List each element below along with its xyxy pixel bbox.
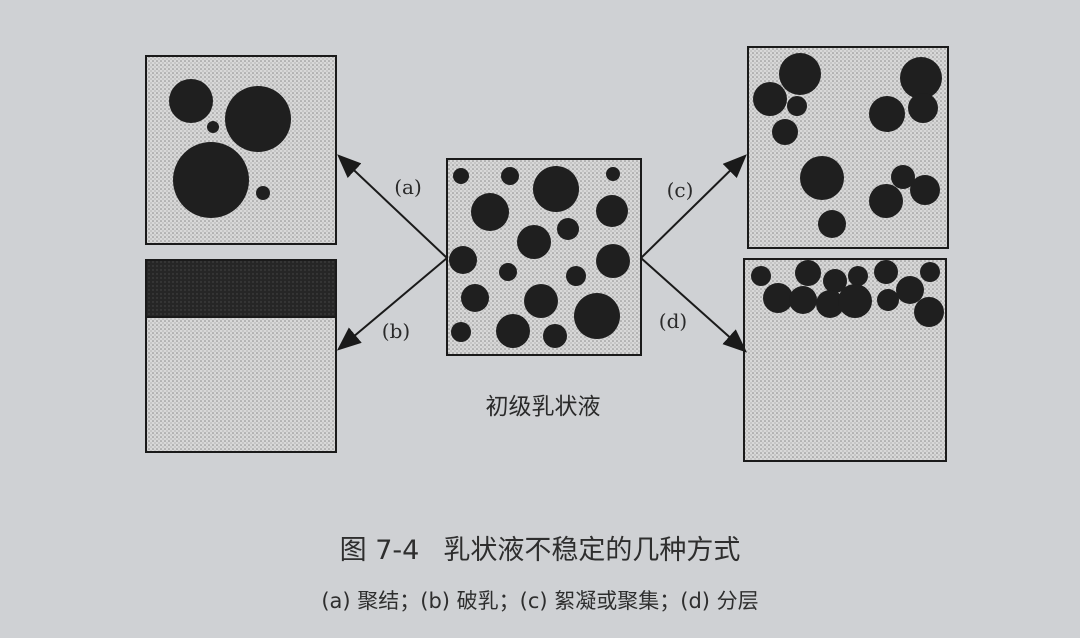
droplet [453, 168, 469, 184]
droplet [169, 79, 213, 123]
panel-creaming [743, 258, 947, 462]
figure-caption: 图 7-4 乳状液不稳定的几种方式 [0, 528, 1080, 567]
droplet [779, 53, 821, 95]
panel-breaking [145, 259, 337, 453]
droplet [207, 121, 219, 133]
droplet [910, 175, 940, 205]
arrow-b [336, 257, 448, 351]
droplet [566, 266, 586, 286]
droplet [501, 167, 519, 185]
droplet [461, 284, 489, 312]
droplet [574, 293, 620, 339]
droplet [848, 266, 868, 286]
droplet [596, 195, 628, 227]
droplet [869, 96, 905, 132]
droplet [751, 266, 771, 286]
droplet [823, 269, 847, 293]
arrow-a-label: (a) [394, 175, 422, 199]
droplet [891, 165, 915, 189]
droplet [900, 57, 942, 99]
arrow-a [337, 154, 448, 259]
arrow-c-label: (c) [667, 178, 694, 202]
droplet [753, 82, 787, 116]
droplet [772, 119, 798, 145]
panel-flocculation [747, 46, 949, 249]
droplet [557, 218, 579, 240]
arrow-b-label: (b) [382, 319, 410, 343]
arrow-d-label: (d) [659, 309, 687, 333]
droplet [877, 289, 899, 311]
droplet [795, 260, 821, 286]
figure-title: 乳状液不稳定的几种方式 [443, 535, 741, 566]
figure-subcaption: (a) 聚结；(b) 破乳；(c) 絮凝或聚集；(d) 分层 [321, 589, 759, 613]
arrows [336, 154, 747, 353]
droplet [789, 286, 817, 314]
droplet [471, 193, 509, 231]
droplet [496, 314, 530, 348]
droplet [816, 290, 844, 318]
panel-coalescence [145, 55, 337, 245]
droplet [869, 184, 903, 218]
droplet [838, 284, 872, 318]
droplet [606, 167, 620, 181]
droplet [543, 324, 567, 348]
center-label: 初级乳状液 [486, 394, 601, 420]
droplet [225, 86, 291, 152]
figure-number: 图 7-4 [339, 535, 420, 566]
arrow-d [640, 257, 747, 353]
droplet [449, 246, 477, 274]
separated-oil-layer [145, 259, 337, 318]
droplet [763, 283, 793, 313]
droplet [517, 225, 551, 259]
droplet [920, 262, 940, 282]
panel-primary-emulsion [446, 158, 642, 356]
droplet [596, 244, 630, 278]
droplet [787, 96, 807, 116]
arrow-c [640, 154, 747, 259]
droplet [256, 186, 270, 200]
droplet [173, 142, 249, 218]
droplet [499, 263, 517, 281]
droplet [874, 260, 898, 284]
droplet [524, 284, 558, 318]
droplet [533, 166, 579, 212]
droplet [914, 297, 944, 327]
droplet [800, 156, 844, 200]
droplet [818, 210, 846, 238]
droplet [451, 322, 471, 342]
droplet [908, 93, 938, 123]
droplet [896, 276, 924, 304]
